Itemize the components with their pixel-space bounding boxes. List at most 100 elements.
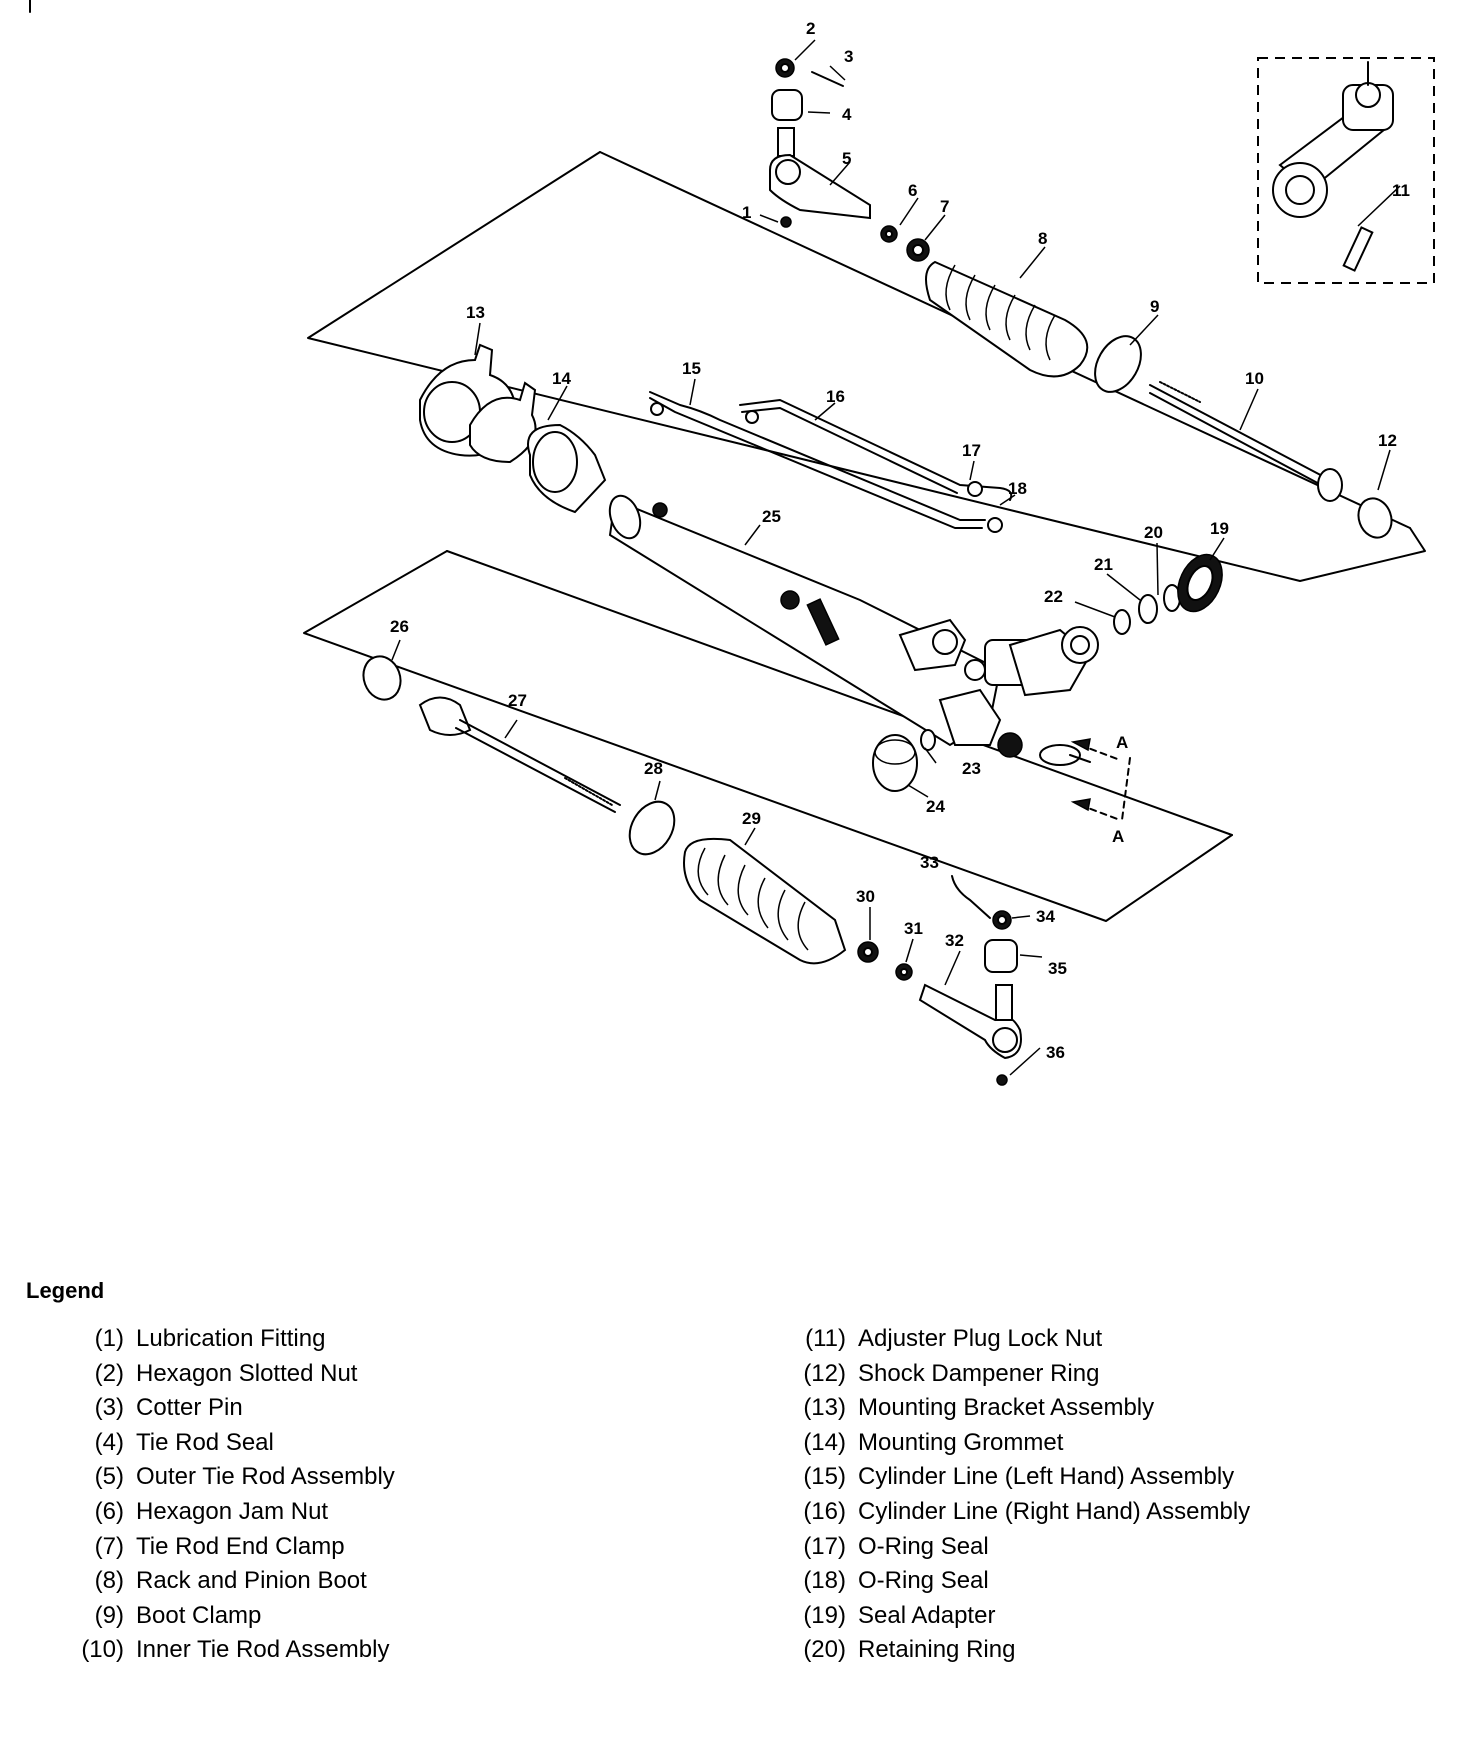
exploded-view-diagram: 1 2 3 4 5 6 7 8 9 10 11 12 13 14 15 16 1… xyxy=(29,0,1435,1086)
legend-label: Shock Dampener Ring xyxy=(858,1359,1100,1387)
pinion-seals xyxy=(1113,553,1223,635)
inset-detail xyxy=(1257,57,1435,284)
legend-number: (14) xyxy=(803,1428,846,1456)
legend-item: (6) Hexagon Jam Nut xyxy=(64,1495,395,1530)
legend-label: Tie Rod End Clamp xyxy=(136,1532,345,1560)
callout-18: 18 xyxy=(1008,479,1027,498)
callout-5: 5 xyxy=(842,149,851,168)
legend-number: (3) xyxy=(94,1394,124,1422)
legend-title: Legend xyxy=(26,1278,105,1303)
callout-9: 9 xyxy=(1150,297,1159,316)
callout-17: 17 xyxy=(962,441,981,460)
legend-label: Cylinder Line (Right Hand) Assembly xyxy=(858,1497,1251,1525)
lower-boot xyxy=(683,837,847,965)
legend-number: (8) xyxy=(94,1567,124,1595)
cylinder-lines xyxy=(649,391,1013,533)
rack-housing xyxy=(608,494,1099,766)
callout-27: 27 xyxy=(508,691,527,710)
legend-label: Adjuster Plug Lock Nut xyxy=(858,1325,1103,1352)
callout-28: 28 xyxy=(644,759,663,778)
lower-plane-outline xyxy=(303,550,1233,922)
legend-item: (11)Adjuster Plug Lock Nut xyxy=(788,1322,1250,1357)
legend-label: Outer Tie Rod Assembly xyxy=(136,1463,395,1491)
legend-number: (19) xyxy=(803,1601,846,1629)
callout-labels: 1 2 3 4 5 6 7 8 9 10 11 12 13 14 15 16 1… xyxy=(390,19,1410,1062)
legend-number: (6) xyxy=(94,1497,124,1525)
callout-23: 23 xyxy=(962,759,981,778)
callout-24: 24 xyxy=(926,797,945,816)
legend-label: Seal Adapter xyxy=(858,1601,996,1629)
legend-label: Cylinder Line (Left Hand) Assembly xyxy=(858,1463,1235,1491)
callout-20: 20 xyxy=(1144,523,1163,542)
callout-31: 31 xyxy=(904,919,923,938)
callout-25: 25 xyxy=(762,507,781,526)
callout-12: 12 xyxy=(1378,431,1397,450)
legend-number: (12) xyxy=(803,1359,846,1387)
mounting-bracket xyxy=(419,343,537,464)
legend-item: (18)O-Ring Seal xyxy=(788,1564,1250,1599)
legend-item: (16) Cylinder Line (Right Hand) Assembly xyxy=(788,1495,1250,1530)
legend-item: (13) Mounting Bracket Assembly xyxy=(788,1391,1250,1426)
lower-inner-tie-rod xyxy=(362,655,676,856)
legend-label: Tie Rod Seal xyxy=(136,1428,274,1456)
callout-2: 2 xyxy=(806,19,815,38)
upper-tie-rod-end xyxy=(769,58,930,262)
legend-label: Inner Tie Rod Assembly xyxy=(136,1636,390,1664)
legend-label: O-Ring Seal xyxy=(858,1567,989,1595)
legend-item: (12) Shock Dampener Ring xyxy=(788,1357,1250,1392)
legend-label: Lubrication Fitting xyxy=(136,1325,326,1352)
lower-tie-rod-end xyxy=(857,875,1022,1086)
legend-number: (16) xyxy=(803,1497,846,1525)
legend-label: O-Ring Seal xyxy=(858,1532,989,1560)
legend-number: (4) xyxy=(94,1428,124,1456)
callout-10: 10 xyxy=(1245,369,1264,388)
legend-item: (2)Hexagon Slotted Nut xyxy=(64,1357,395,1392)
lower-plug xyxy=(872,729,936,792)
callout-13: 13 xyxy=(466,303,485,322)
callout-22: 22 xyxy=(1044,587,1063,606)
callout-35: 35 xyxy=(1048,959,1067,978)
legend-item: (20) Retaining Ring xyxy=(788,1633,1250,1668)
legend-number: (13) xyxy=(803,1394,846,1422)
legend-item: (15) Cylinder Line (Left Hand) Assembly xyxy=(788,1460,1250,1495)
legend-item: (1)Lubrication Fitting xyxy=(64,1322,395,1357)
callout-16: 16 xyxy=(826,387,845,406)
callout-8: 8 xyxy=(1038,229,1047,248)
legend-number: (15) xyxy=(803,1463,846,1491)
legend-right-column: (11)Adjuster Plug Lock Nut (12) Shock Dam… xyxy=(788,1322,1250,1668)
callout-7: 7 xyxy=(940,197,949,216)
leader-lines xyxy=(391,39,1391,1076)
legend-item: (7) Tie Rod End Clamp xyxy=(64,1530,395,1565)
legend-number: (7) xyxy=(94,1532,124,1560)
legend-label: Hexagon Jam Nut xyxy=(136,1497,329,1525)
upper-boot xyxy=(925,260,1142,393)
callout-19: 19 xyxy=(1210,519,1229,538)
legend-number: (17) xyxy=(803,1532,846,1560)
legend-item: (8) Rack and Pinion Boot xyxy=(64,1564,395,1599)
callout-15: 15 xyxy=(682,359,701,378)
mounting-grommet xyxy=(527,423,607,514)
legend-item: (14)Mounting Grommet xyxy=(788,1426,1250,1461)
legend-item: (17) O-Ring Seal xyxy=(788,1530,1250,1565)
legend-left-column: (1)Lubrication Fitting (2)Hexagon Slotte… xyxy=(64,1322,395,1668)
callout-14: 14 xyxy=(552,369,571,388)
legend-number: (10) xyxy=(81,1636,124,1664)
legend-label: Cotter Pin xyxy=(136,1394,243,1422)
callout-26: 26 xyxy=(390,617,409,636)
view-marker-a-bottom: A xyxy=(1112,827,1124,846)
legend-label: Retaining Ring xyxy=(858,1636,1016,1664)
callout-3: 3 xyxy=(844,47,853,66)
legend-label: Mounting Bracket Assembly xyxy=(858,1394,1155,1422)
legend-number: (20) xyxy=(803,1636,846,1664)
legend-item: (19) Seal Adapter xyxy=(788,1599,1250,1634)
view-a-arrows xyxy=(1070,738,1131,821)
callout-29: 29 xyxy=(742,809,761,828)
legend-item: (3) Cotter Pin xyxy=(64,1391,395,1426)
callout-34: 34 xyxy=(1036,907,1055,926)
legend-label: Hexagon Slotted Nut xyxy=(136,1359,358,1387)
legend-item: (5)Outer Tie Rod Assembly xyxy=(64,1460,395,1495)
callout-6: 6 xyxy=(908,181,917,200)
view-marker-a-top: A xyxy=(1116,733,1128,752)
legend-label: Rack and Pinion Boot xyxy=(136,1567,367,1595)
callout-11: 11 xyxy=(1392,181,1410,200)
